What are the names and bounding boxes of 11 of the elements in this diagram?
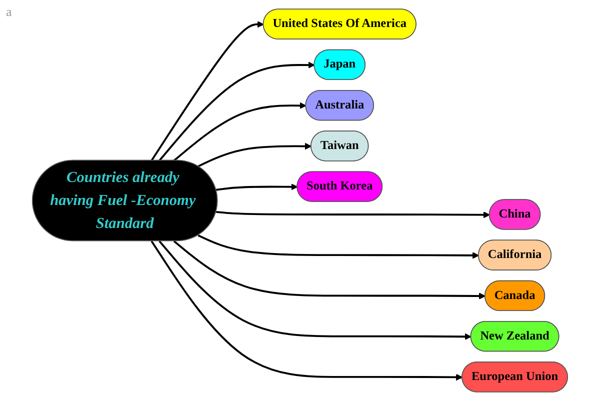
arrow (216, 183, 298, 191)
stray-text: a (6, 4, 12, 19)
arrow (150, 20, 264, 162)
arrow (216, 210, 490, 218)
arrow (173, 240, 486, 300)
arrow (198, 142, 312, 168)
arrow (158, 240, 472, 340)
arrow (198, 234, 480, 259)
arrow (150, 240, 463, 381)
arrow (158, 62, 315, 162)
arrow (173, 102, 306, 162)
